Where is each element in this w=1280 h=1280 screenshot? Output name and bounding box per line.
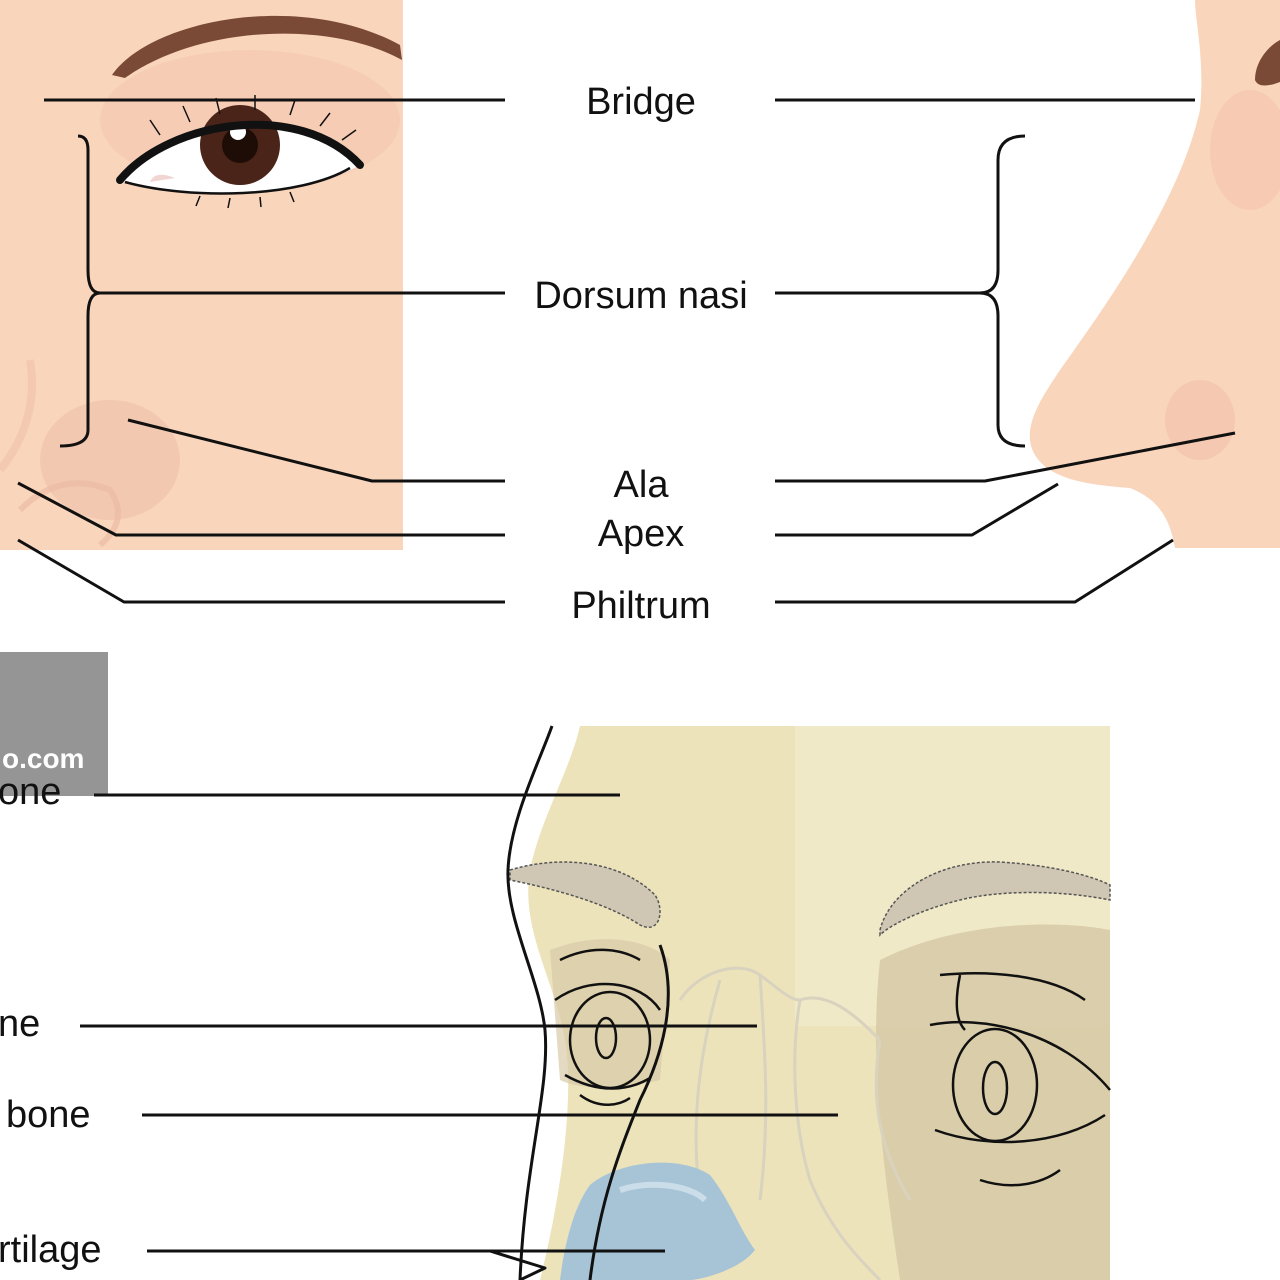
label-apex: Apex — [598, 513, 685, 555]
bottom-labels: one ne bone rtilage — [0, 771, 102, 1271]
watermark-text: o.com — [2, 743, 84, 774]
label-cartilage: rtilage — [0, 1229, 102, 1271]
label-ala: Ala — [614, 464, 670, 506]
eyebrow-front — [112, 15, 402, 78]
front-face-illustration — [0, 0, 403, 550]
label-bone-1: one — [0, 771, 61, 813]
profile-face-illustration — [1029, 0, 1280, 548]
label-bridge: Bridge — [586, 81, 696, 123]
label-dorsum-nasi: Dorsum nasi — [534, 275, 747, 317]
label-bone-2: ne — [0, 1003, 40, 1045]
bottom-leader-lines — [80, 793, 838, 1280]
label-philtrum: Philtrum — [571, 585, 710, 627]
top-labels: Bridge Dorsum nasi Ala Apex Philtrum — [534, 81, 747, 627]
eye-front — [116, 95, 364, 209]
eye-right-diagram — [929, 972, 1111, 1187]
label-bone-3: bone — [6, 1094, 91, 1136]
eye-left-diagram — [554, 948, 662, 1106]
watermark-box: o.com — [0, 652, 108, 796]
skull-illustration — [506, 725, 1111, 1280]
eyebrow-profile — [1255, 40, 1280, 86]
dorsum-right-brace — [978, 134, 1026, 448]
top-leader-lines — [17, 98, 1236, 604]
